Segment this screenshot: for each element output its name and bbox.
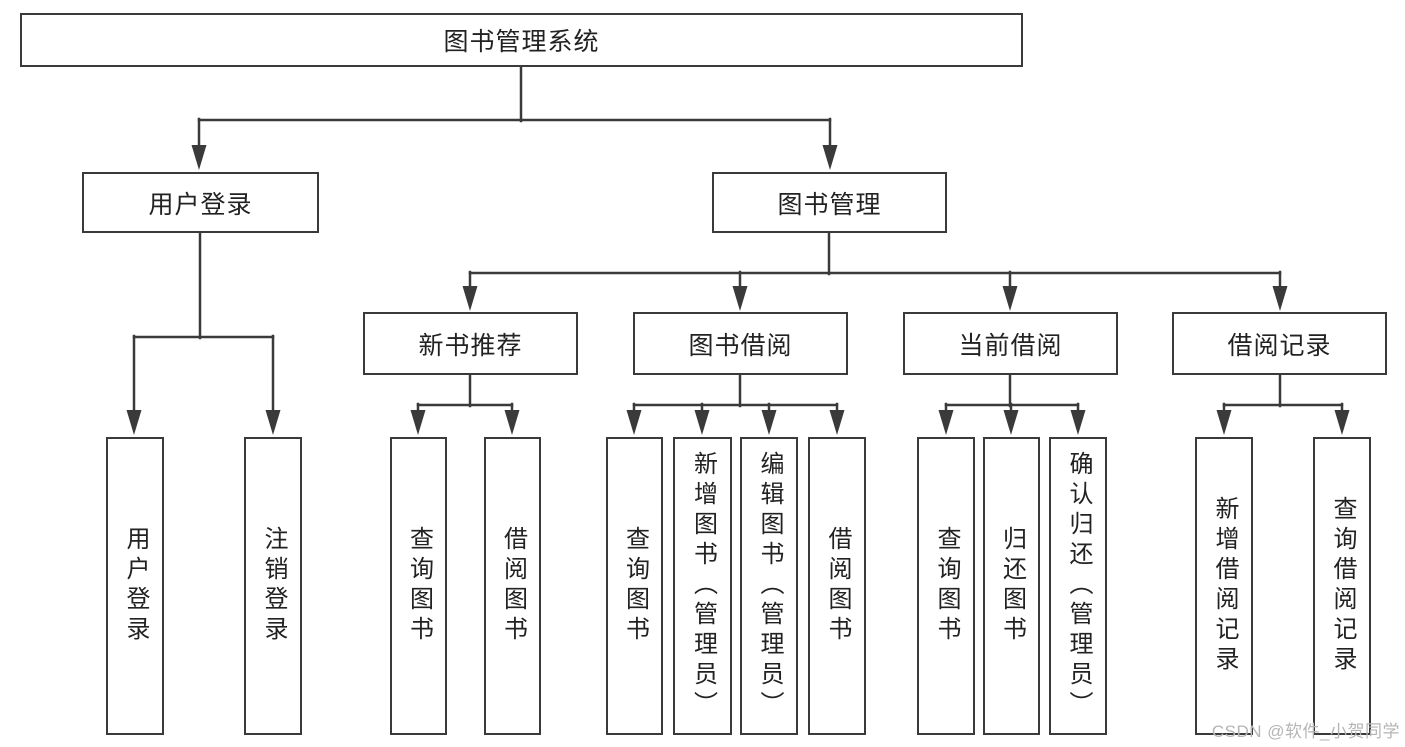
- leaf-borrowing-query-books: 查询图书: [606, 437, 663, 735]
- leaf-records-add-record: 新增借阅记录: [1195, 437, 1253, 735]
- connector-arrowhead: [822, 145, 838, 170]
- connector-arrowhead: [1216, 410, 1232, 435]
- node-new-book-recommend: 新书推荐: [363, 312, 578, 375]
- node-new-book-recommend-label: 新书推荐: [418, 331, 523, 360]
- node-book-management: 图书管理: [712, 172, 947, 233]
- leaf-borrowing-edit-books-admin: 编辑图书（管理员）: [740, 437, 798, 735]
- leaf-current-return-books: 归还图书: [983, 437, 1040, 735]
- node-borrowing-records: 借阅记录: [1172, 312, 1387, 375]
- leaf-borrowing-add-books-admin: 新增图书（管理员）: [673, 437, 732, 735]
- node-user-login: 用户登录: [82, 172, 319, 233]
- node-borrowing-records-label: 借阅记录: [1227, 331, 1332, 360]
- node-current-borrowing: 当前借阅: [903, 312, 1118, 375]
- connector-arrowhead: [504, 410, 520, 435]
- leaf-logout-label: 注销登录: [260, 526, 287, 646]
- connector-arrowhead: [265, 410, 281, 435]
- node-root-label: 图书管理系统: [443, 28, 600, 56]
- connector-arrowhead: [626, 410, 642, 435]
- leaf-borrowing-add-books-admin-label: 新增图书（管理员）: [689, 451, 717, 721]
- leaf-current-query-books-label: 查询图书: [933, 526, 960, 646]
- leaf-user-login: 用户登录: [106, 437, 164, 735]
- connector-arrowhead: [1334, 410, 1350, 435]
- leaf-recommend-query-books-label: 查询图书: [405, 526, 433, 646]
- node-root: 图书管理系统: [20, 13, 1023, 67]
- leaf-recommend-borrow-books-label: 借阅图书: [499, 526, 527, 646]
- leaf-borrowing-borrow-books: 借阅图书: [808, 437, 866, 735]
- leaf-recommend-query-books: 查询图书: [390, 437, 447, 735]
- leaf-borrowing-edit-books-admin-label: 编辑图书（管理员）: [756, 451, 783, 721]
- connector-arrowhead: [761, 410, 777, 435]
- leaf-records-query-record-label: 查询借阅记录: [1329, 496, 1356, 676]
- leaf-current-confirm-return-admin-label: 确认归还（管理员）: [1065, 451, 1092, 721]
- leaf-current-query-books: 查询图书: [917, 437, 975, 735]
- leaf-borrowing-borrow-books-label: 借阅图书: [824, 526, 851, 646]
- connector-arrowhead: [732, 286, 748, 311]
- node-book-borrowing-label: 图书借阅: [688, 331, 793, 360]
- connector-arrowhead: [938, 410, 954, 435]
- leaf-records-query-record: 查询借阅记录: [1313, 437, 1371, 735]
- connector-arrowhead: [829, 410, 845, 435]
- connector-arrowheads: [126, 145, 1350, 435]
- connector-arrowhead: [1003, 410, 1019, 435]
- leaf-current-confirm-return-admin: 确认归还（管理员）: [1049, 437, 1107, 735]
- leaf-records-add-record-label: 新增借阅记录: [1211, 496, 1238, 676]
- connector-arrowhead: [410, 410, 426, 435]
- node-book-borrowing: 图书借阅: [633, 312, 848, 375]
- csdn-watermark: CSDN @软件_小贺同学: [1211, 722, 1400, 741]
- connector-arrowhead: [462, 286, 478, 311]
- node-user-login-label: 用户登录: [148, 190, 253, 219]
- leaf-user-login-label: 用户登录: [122, 526, 149, 646]
- leaf-recommend-borrow-books: 借阅图书: [484, 437, 541, 735]
- connector-arrowhead: [191, 145, 207, 170]
- leaf-borrowing-query-books-label: 查询图书: [621, 526, 649, 646]
- node-book-management-label: 图书管理: [777, 190, 882, 219]
- node-current-borrowing-label: 当前借阅: [958, 331, 1063, 360]
- connector-arrowhead: [1272, 286, 1288, 311]
- connector-arrowhead: [1070, 410, 1086, 435]
- connector-arrowhead: [126, 410, 142, 435]
- connector-arrowhead: [694, 410, 710, 435]
- leaf-logout: 注销登录: [244, 437, 302, 735]
- leaf-current-return-books-label: 归还图书: [998, 526, 1026, 646]
- connector-arrowhead: [1002, 286, 1018, 311]
